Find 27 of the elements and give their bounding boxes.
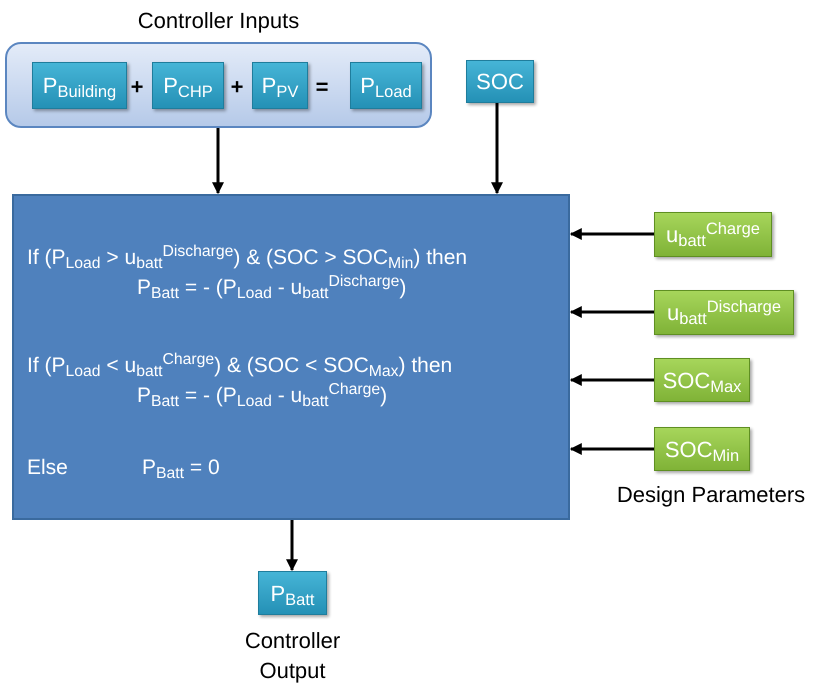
parameter-box: SOC$_{Min}$ bbox=[654, 427, 750, 471]
parameter-box: SOC$_{Max}$ bbox=[654, 358, 750, 402]
arrow bbox=[286, 520, 298, 572]
arrow bbox=[212, 128, 224, 194]
rule-text: If (P$_{Load}$ > u$_{batt}$$^{Discharge}$) & (SOC > SOC$_{Min}$) then bbox=[27, 242, 468, 274]
rule-text: Else bbox=[27, 455, 68, 481]
arrow bbox=[570, 228, 654, 240]
operator-sign: + bbox=[130, 73, 144, 101]
rule-text: P$_{Batt}$ = 0 bbox=[142, 455, 220, 484]
variable-box: P$_{PV}$ bbox=[252, 62, 308, 109]
output-caption: Controller Output bbox=[244, 627, 342, 685]
rule-text: P$_{Batt}$ = - (P$_{Load}$ - u$_{batt}$$^{Charge}$) bbox=[137, 380, 388, 412]
arrow bbox=[570, 374, 654, 386]
variable-box: P$_{CHP}$ bbox=[152, 62, 224, 109]
operator-sign: + bbox=[230, 73, 244, 101]
controller-logic-box bbox=[12, 194, 570, 520]
arrow bbox=[491, 103, 503, 194]
variable-box: P$_{Load}$ bbox=[350, 62, 422, 109]
variable-box: SOC bbox=[466, 60, 534, 103]
group-heading: Controller Inputs bbox=[136, 7, 300, 35]
rule-text: If (P$_{Load}$ < u$_{batt}$$^{Charge}$) & (SOC < SOC$_{Max}$) then bbox=[27, 350, 452, 382]
rule-text: P$_{Batt}$ = - (P$_{Load}$ - u$_{batt}$$^{Discharge}$) bbox=[137, 272, 406, 304]
group-caption: Design Parameters bbox=[616, 481, 806, 509]
arrow bbox=[570, 306, 654, 318]
variable-box: P$_{Building}$ bbox=[32, 62, 127, 109]
arrow bbox=[570, 443, 654, 455]
operator-sign: = bbox=[314, 73, 330, 101]
